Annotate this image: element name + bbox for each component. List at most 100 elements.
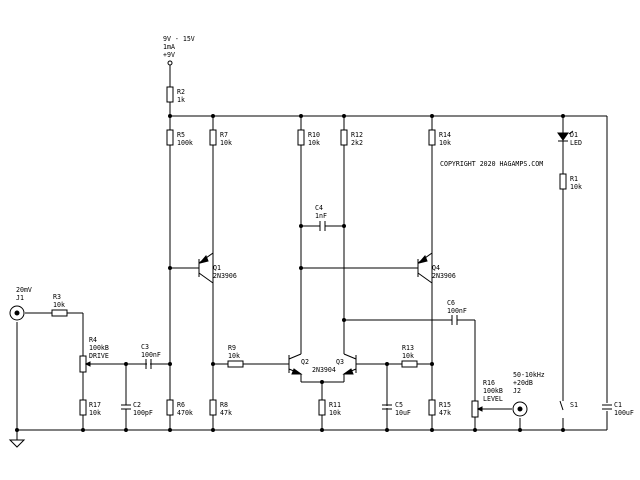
- r12-ref: R12: [351, 131, 363, 139]
- resistor-r3: [51, 309, 68, 317]
- j1-level: 20mV: [16, 286, 32, 294]
- r8-value: 47k: [220, 409, 232, 417]
- c3-ref: C3: [141, 343, 149, 351]
- resistor-r17: [79, 399, 87, 416]
- r4-name: DRIVE: [89, 352, 109, 360]
- c2-value: 100pF: [133, 409, 153, 417]
- r7-value: 10k: [220, 139, 232, 147]
- r1-ref: R1: [570, 175, 578, 183]
- r4-ref: R4: [89, 336, 97, 344]
- q4-ref: Q4: [432, 264, 440, 272]
- r11-ref: R11: [329, 401, 341, 409]
- c6-ref: C6: [447, 299, 455, 307]
- c2-ref: C2: [133, 401, 141, 409]
- r10-ref: R10: [308, 131, 320, 139]
- c1-value: 100uF: [614, 409, 634, 417]
- resistor-r1: [559, 173, 567, 190]
- capacitor-c3: [145, 359, 152, 369]
- led-d1: [557, 130, 574, 142]
- r2-ref: R2: [177, 88, 185, 96]
- q1-ref: Q1: [213, 264, 221, 272]
- resistor-r5: [166, 129, 174, 146]
- r6-ref: R6: [177, 401, 185, 409]
- j2-bandwidth: 50-10kHz: [513, 371, 545, 379]
- q2-q3-type: 2N3904: [312, 366, 336, 374]
- r17-ref: R17: [89, 401, 101, 409]
- j2-ref: J2: [513, 387, 521, 395]
- capacitor-c4: [319, 221, 326, 231]
- r3-value: 10k: [53, 301, 65, 309]
- capacitor-c1: [600, 403, 614, 411]
- c5-value: 10uF: [395, 409, 411, 417]
- c4-value: 1nF: [315, 212, 327, 220]
- resistor-r11: [318, 399, 326, 416]
- ground-symbol: [8, 439, 26, 448]
- r14-value: 10k: [439, 139, 451, 147]
- capacitor-c6: [451, 315, 458, 325]
- resistor-r15: [428, 399, 436, 416]
- resistor-r10: [297, 129, 305, 146]
- transistor-q1: [198, 252, 214, 284]
- r12-value: 2k2: [351, 139, 363, 147]
- r8-ref: R8: [220, 401, 228, 409]
- jack-j1: [9, 305, 25, 321]
- r13-value: 10k: [402, 352, 414, 360]
- r15-ref: R15: [439, 401, 451, 409]
- q2-ref: Q2: [301, 358, 309, 366]
- supply-voltage-label: 9V - 15V: [163, 35, 195, 43]
- resistor-r6: [166, 399, 174, 416]
- resistors: [51, 86, 567, 416]
- r17-value: 10k: [89, 409, 101, 417]
- transistor-q2: [288, 353, 303, 375]
- junctions: [15, 114, 565, 432]
- r2-value: 1k: [177, 96, 185, 104]
- r14-ref: R14: [439, 131, 451, 139]
- resistor-r2: [166, 86, 174, 103]
- supply-terminal: [167, 60, 173, 66]
- s1-ref: S1: [570, 401, 578, 409]
- labels: 9V - 15V 1mA +9V R2 1k R5 100k R7 10k R1…: [16, 35, 634, 417]
- resistor-r13: [401, 360, 418, 368]
- resistor-r9: [227, 360, 244, 368]
- transistor-q4: [417, 252, 433, 284]
- resistor-r8: [209, 399, 217, 416]
- r16-value: 100kB: [483, 387, 503, 395]
- r9-ref: R9: [228, 344, 236, 352]
- q1-type: 2N3906: [213, 272, 237, 280]
- d1-ref: D1: [570, 131, 578, 139]
- supply-current-label: 1mA: [163, 43, 175, 51]
- resistor-r12: [340, 129, 348, 146]
- c4-ref: C4: [315, 204, 323, 212]
- c6-value: 100nF: [447, 307, 467, 315]
- r7-ref: R7: [220, 131, 228, 139]
- copyright-text: COPYRIGHT 2020 HAGAMPS.COM: [440, 160, 543, 168]
- r4-value: 100kB: [89, 344, 109, 352]
- r10-value: 10k: [308, 139, 320, 147]
- resistor-r14: [428, 129, 436, 146]
- j2-gain: +20dB: [513, 379, 533, 387]
- r11-value: 10k: [329, 409, 341, 417]
- q3-ref: Q3: [336, 358, 344, 366]
- r13-ref: R13: [402, 344, 414, 352]
- jack-j2: [512, 401, 528, 417]
- j1-ref: J1: [16, 294, 24, 302]
- r3-ref: R3: [53, 293, 61, 301]
- r6-value: 470k: [177, 409, 193, 417]
- r16-ref: R16: [483, 379, 495, 387]
- c5-ref: C5: [395, 401, 403, 409]
- capacitor-c2: [121, 364, 131, 430]
- r9-value: 10k: [228, 352, 240, 360]
- r16-name: LEVEL: [483, 395, 503, 403]
- r1-value: 10k: [570, 183, 582, 191]
- r5-ref: R5: [177, 131, 185, 139]
- d1-value: LED: [570, 139, 582, 147]
- q4-type: 2N3906: [432, 272, 456, 280]
- potentiometer-r4: [79, 355, 91, 373]
- c1-ref: C1: [614, 401, 622, 409]
- supply-net-label: +9V: [163, 51, 175, 59]
- potentiometer-r16: [471, 400, 483, 418]
- c3-value: 100nF: [141, 351, 161, 359]
- r15-value: 47k: [439, 409, 451, 417]
- resistor-r7: [209, 129, 217, 146]
